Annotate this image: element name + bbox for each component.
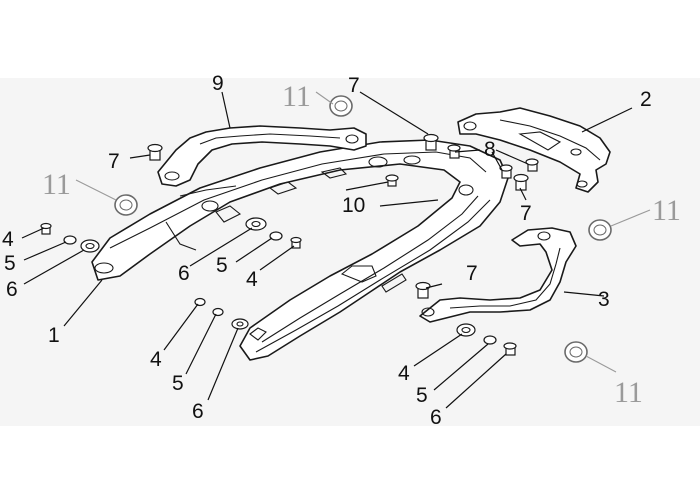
callout-7-top: 7 [348, 74, 360, 97]
bolt-hardware [147, 133, 539, 299]
callout-3: 3 [598, 288, 610, 311]
callout-11-bottom: 11 [614, 376, 643, 409]
bolt-7-right-upper [513, 173, 529, 191]
washer-5-lower-left [212, 307, 224, 317]
washer-6-center [245, 217, 267, 231]
fastener-stack-left [40, 222, 100, 253]
part-2-rear-bracket [457, 107, 611, 193]
bolt-8-b [499, 164, 513, 179]
part-9-left-grab-handle [157, 125, 367, 187]
bolt-7-right-lower [415, 281, 431, 299]
callout-7-left: 7 [108, 150, 120, 173]
callout-2: 2 [640, 88, 652, 111]
callout-4-lower-left: 4 [150, 348, 162, 371]
o-ring-11-left [114, 194, 138, 216]
callout-6-lower-right: 6 [430, 406, 442, 429]
bolt-4-lower-left [194, 297, 206, 307]
callout-6-left: 6 [6, 278, 18, 301]
callout-4-left: 4 [2, 228, 14, 251]
part-1-rear-frame [91, 139, 509, 361]
part-3-right-grab-handle [419, 227, 577, 323]
callout-4-center: 4 [246, 268, 258, 291]
callout-5-lower-right: 5 [416, 384, 428, 407]
screw-10 [385, 174, 399, 187]
washer-5-lower-right [483, 335, 497, 345]
callout-7-right: 7 [520, 202, 532, 225]
callout-6-lower-left: 6 [192, 400, 204, 423]
callout-1: 1 [48, 324, 60, 347]
callout-8: 8 [484, 138, 496, 161]
callout-5-lower-left: 5 [172, 372, 184, 395]
washer-5-center [269, 231, 283, 241]
leader-lines [21, 91, 651, 409]
callout-11-right: 11 [652, 194, 681, 227]
fastener-stack-lower-right [456, 323, 517, 356]
callout-5-center: 5 [216, 254, 228, 277]
callout-labels: 9 7 2 7 8 7 10 4 5 6 1 6 5 4 7 3 4 5 6 4… [2, 72, 681, 429]
callout-5-left: 5 [4, 252, 16, 275]
bolt-6-lower-right [503, 342, 517, 356]
callout-10: 10 [342, 194, 365, 217]
callout-7-lower: 7 [466, 262, 478, 285]
bolt-4-left [40, 222, 52, 235]
callout-9: 9 [212, 72, 224, 95]
callout-6-center: 6 [178, 262, 190, 285]
bolt-4-center [290, 236, 302, 249]
o-ring-11-bottom [564, 341, 588, 363]
bolt-8-c [525, 158, 539, 172]
washer-6-left [80, 239, 100, 253]
fastener-stack-lower-left [194, 297, 249, 330]
callout-11-top: 11 [282, 80, 311, 113]
bolt-8-a [447, 144, 461, 159]
washer-5-left [63, 235, 77, 245]
o-ring-11-top [329, 95, 353, 117]
washer-4-lower-right [456, 323, 476, 337]
o-ring-11-right [588, 219, 612, 241]
bolt-7-left [147, 143, 163, 161]
bolt-7-top [423, 133, 439, 151]
washer-6-lower-left [231, 318, 249, 330]
fastener-stack-center [245, 217, 302, 249]
callout-11-left: 11 [42, 168, 71, 201]
callout-4-lower-right: 4 [398, 362, 410, 385]
